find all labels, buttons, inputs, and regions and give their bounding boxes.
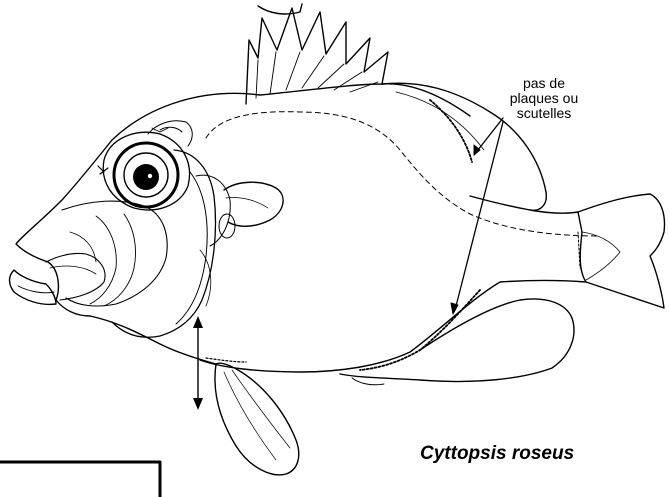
annotation-line-2: plaques ou: [486, 91, 602, 106]
species-label: Cyttopsis roseus: [420, 443, 574, 465]
anal-fin-spines: [352, 378, 384, 385]
operculum: [112, 150, 230, 337]
pelvic-belly-dotted: [206, 358, 246, 362]
scute-annotation: pas de plaques ou scutelles: [486, 76, 602, 121]
caudal-base-dotted: [578, 232, 580, 268]
dorsal-margin-dotted: [430, 100, 472, 162]
caudal-peduncle-upper: [530, 210, 578, 213]
caudal-fin: [578, 194, 664, 308]
belly-margin-dotted: [360, 290, 480, 370]
double-headed-arrow: [193, 316, 203, 410]
body-outline-belly: [200, 281, 586, 373]
eye: [98, 132, 190, 210]
caudal-fin-rays: [582, 232, 620, 280]
cropped-top-fragment: [258, 4, 302, 14]
pectoral-fin-ray: [226, 197, 268, 208]
pectoral-fin: [224, 182, 283, 226]
anal-fin: [340, 299, 574, 382]
box-corner: [0, 462, 160, 497]
annotation-line-1: pas de: [486, 76, 602, 91]
annotation-line-3: scutelles: [486, 106, 602, 121]
